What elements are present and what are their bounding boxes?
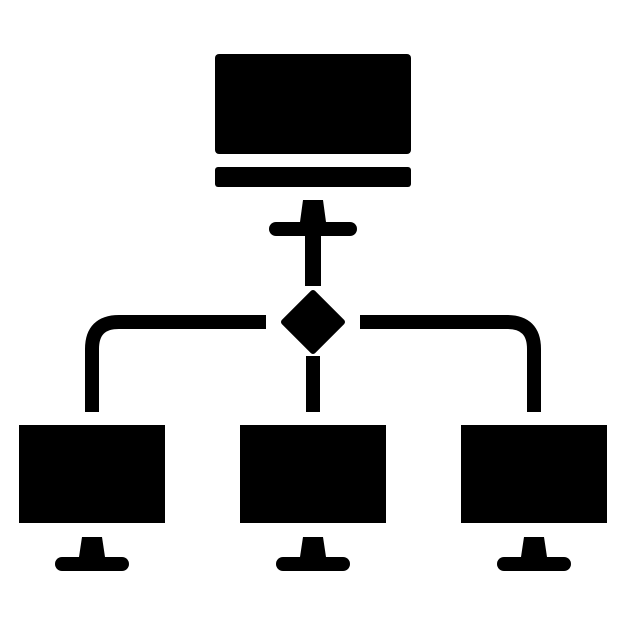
right-monitor-screen	[461, 425, 607, 523]
left-monitor-neck	[79, 537, 105, 557]
right-monitor-base	[497, 557, 571, 571]
hub-diamond-icon	[281, 290, 345, 354]
top-monitor-neck	[300, 200, 326, 222]
top-monitor-icon	[215, 54, 411, 236]
top-monitor-screen	[215, 54, 411, 154]
left-branch-line	[85, 315, 266, 412]
left-monitor-icon	[19, 425, 165, 571]
right-monitor-icon	[461, 425, 607, 571]
top-connector-line	[305, 234, 321, 286]
center-monitor-base	[276, 557, 350, 571]
top-monitor-chin	[215, 167, 411, 187]
center-monitor-screen	[240, 425, 386, 523]
center-monitor-icon	[240, 425, 386, 571]
center-monitor-neck	[300, 537, 326, 557]
top-monitor-base	[269, 222, 357, 236]
left-monitor-base	[55, 557, 129, 571]
right-branch-line	[360, 315, 541, 412]
branch-connectors	[85, 315, 541, 412]
right-monitor-neck	[521, 537, 547, 557]
left-monitor-screen	[19, 425, 165, 523]
